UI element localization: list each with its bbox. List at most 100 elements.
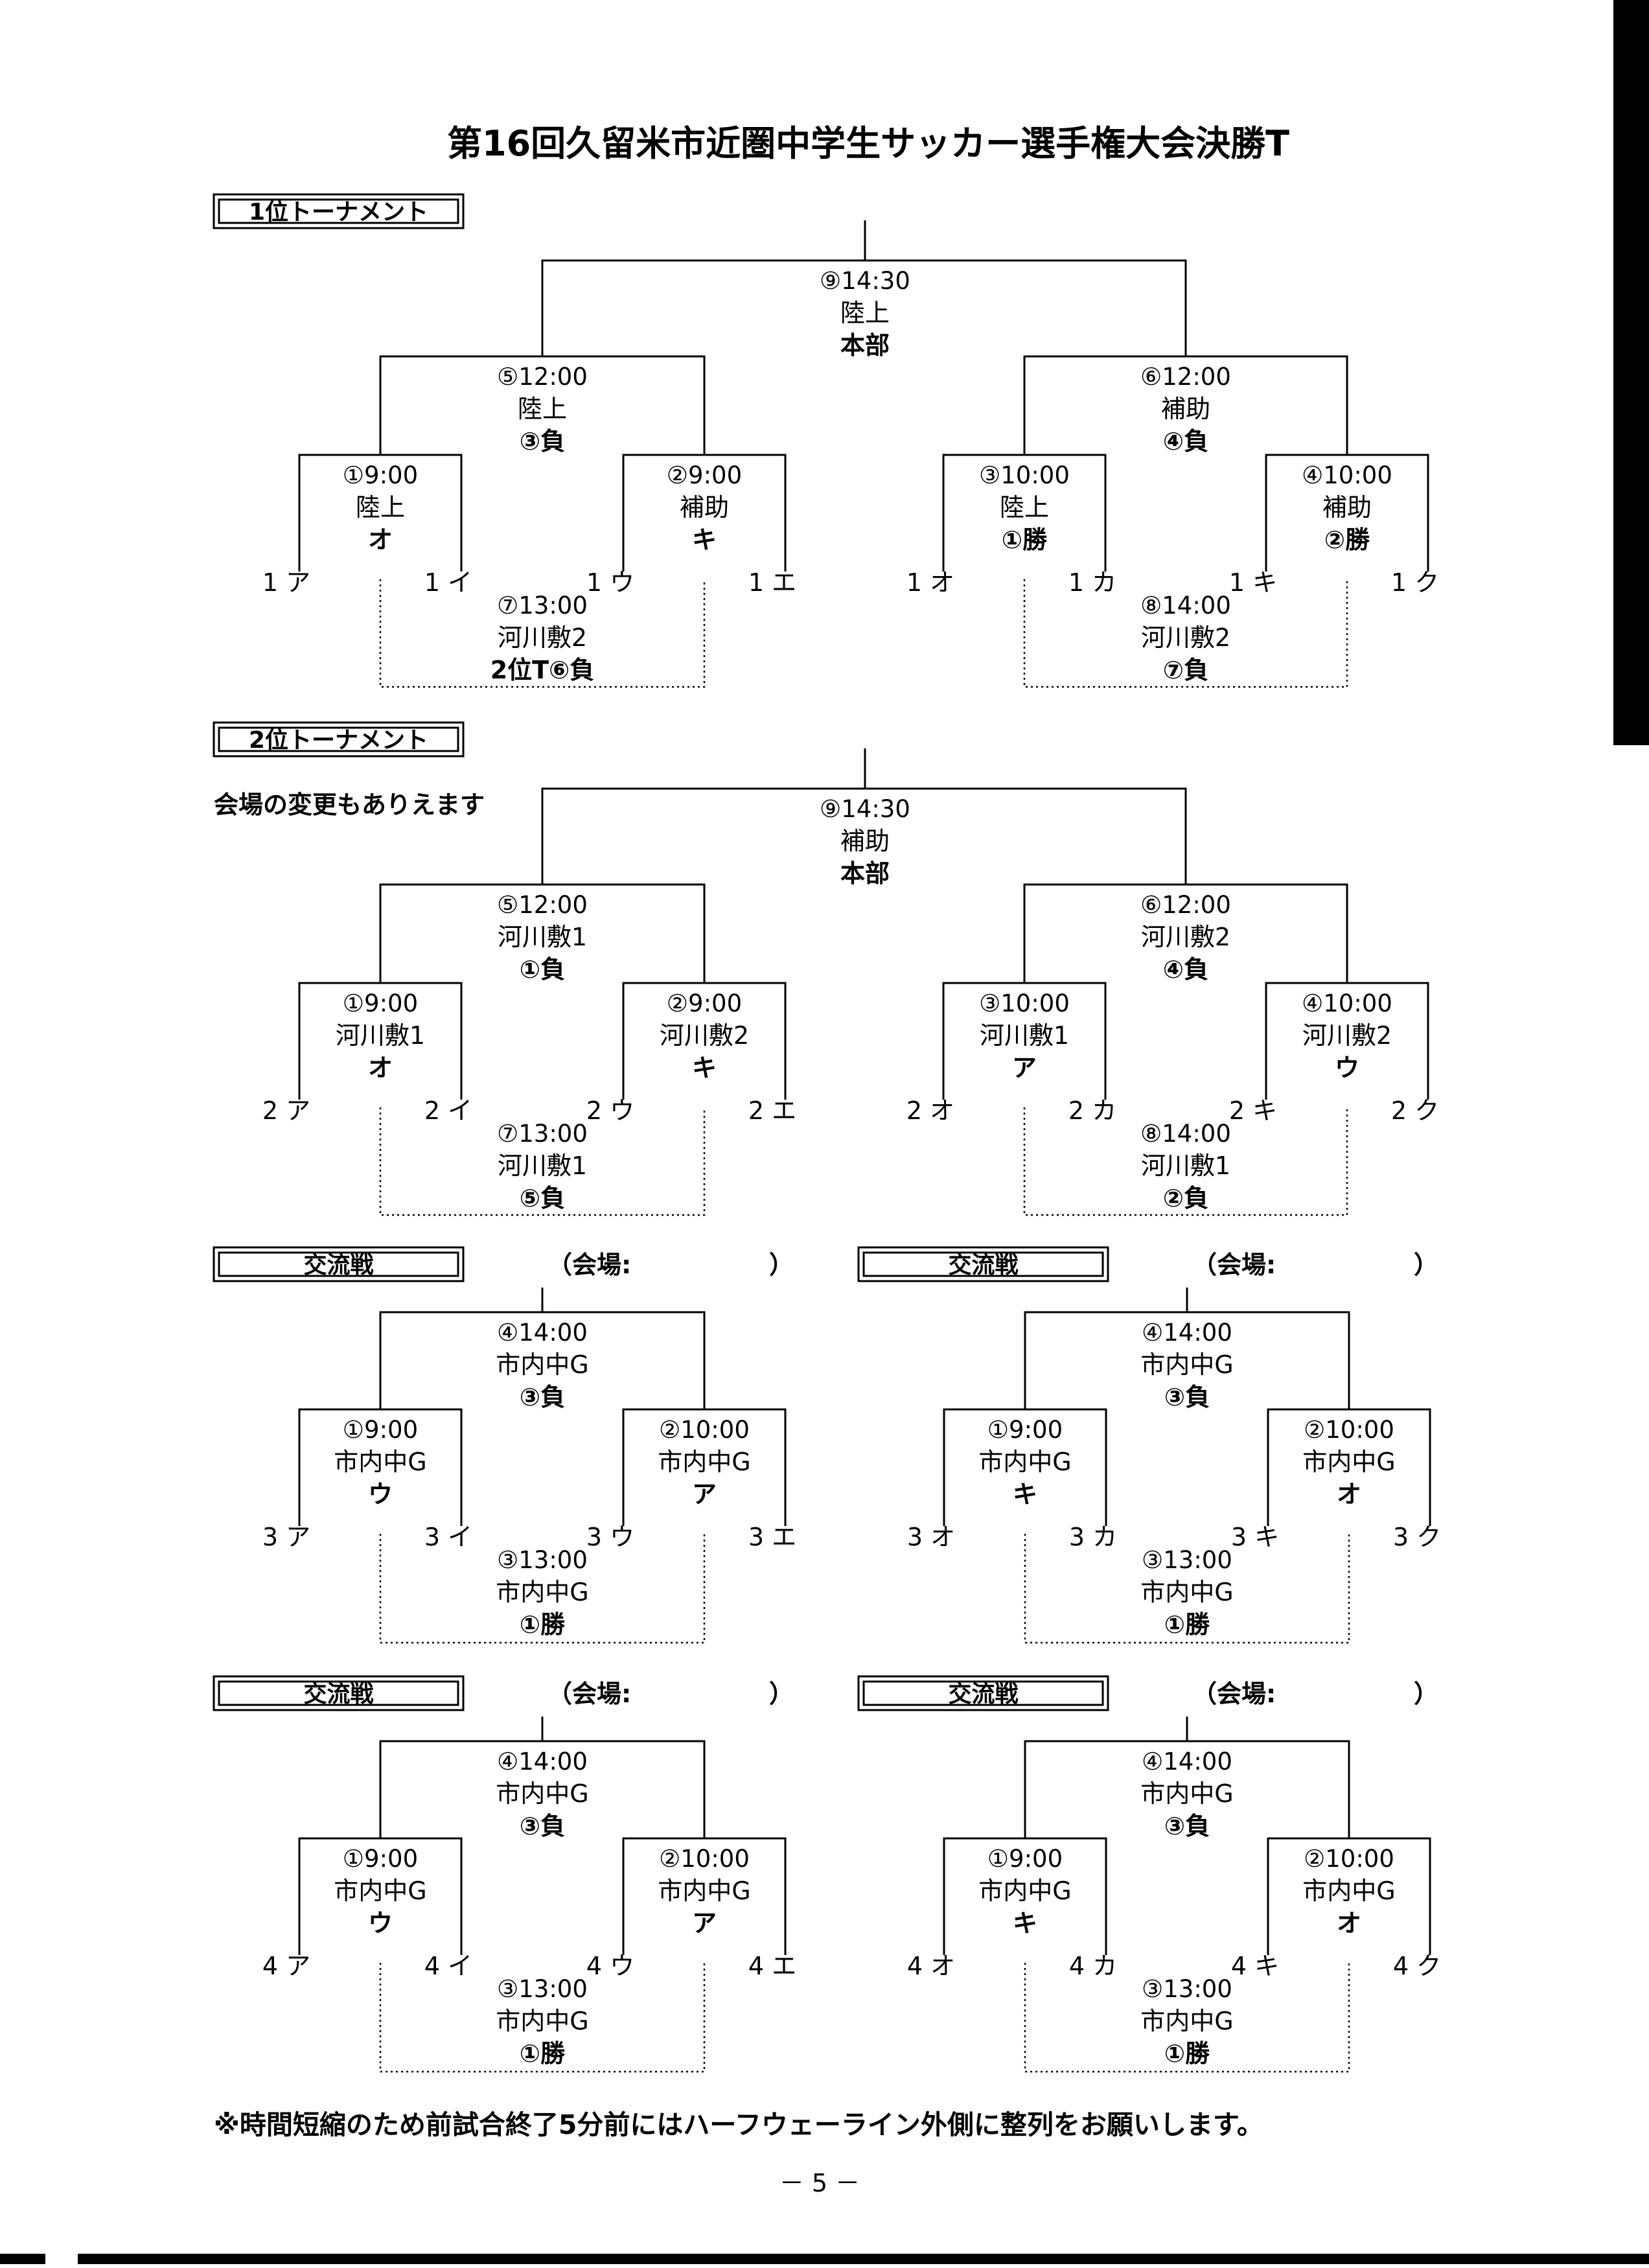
exchange-match-result: キ [1013,1480,1037,1509]
exchange-top-match-result: ③負 [1164,1383,1210,1411]
consolation-bracket [1023,1107,1348,1216]
exchange-top-match-time: ④14:00 [1142,1319,1232,1347]
bracket-line [942,454,1107,572]
bracket-line [541,787,1187,885]
bracket-line [622,454,787,572]
exchange-4: 交流戦（会場:）④14:00市内中G③負①9:00市内中Gキ②10:00市内中G… [857,1675,1441,2073]
consolation-match-venue: 河川敷2 [498,623,587,652]
quarter-match-result: ②勝 [1324,526,1370,554]
semi-match-venue: 補助 [1161,395,1210,423]
quarter-match-result: ウ [1335,1054,1359,1082]
footer: ※時間短縮のため前試合終了5分前にはハーフウェーライン外側に整列をお願いします。… [214,2109,1263,2197]
quarter-match-time: ②9:00 [667,989,742,1017]
exchange-match-time: ①9:00 [987,1416,1063,1444]
quarter-match-result: キ [692,526,717,554]
section-label-frame [213,1246,465,1282]
team-slot: 4 カ [1069,1952,1117,1980]
exchange-match-venue: 市内中G [658,1877,750,1905]
exchange-top-match-venue: 市内中G [1140,1350,1233,1379]
team-slot: 4 ク [1393,1952,1441,1980]
team-slot: 3 イ [424,1523,472,1551]
section-label-frame-inner [218,1251,459,1277]
semi-match-result: ①負 [520,955,565,984]
final-match-time: ⑨14:30 [820,795,910,823]
consolation-match-result: 2位T⑥負 [490,656,595,684]
consolation-bracket [379,579,706,688]
exchange-match-time: ①9:00 [343,1845,418,1873]
venue-open-label: （会場: [1192,1680,1276,1708]
consolation-match-time: ⑧14:00 [1140,592,1231,619]
exchange-2: 交流戦（会場:）④14:00市内中G③負①9:00市内中Gキ②10:00市内中G… [857,1246,1441,1644]
consolation-match-venue: 河川敷1 [498,1151,587,1180]
team-slot: 2 イ [424,1096,472,1125]
bracket-line [943,1408,1107,1526]
bracket-line [298,1408,463,1526]
exchange-match-venue: 市内中G [1302,1448,1395,1476]
section-label: 2位トーナメント [249,727,428,754]
exchange-1: 交流戦（会場:）④14:00市内中G③負①9:00市内中Gウ②10:00市内中G… [213,1246,796,1644]
exchange-consolation-match-time: ③13:00 [497,1546,588,1574]
venue-close-label: ） [769,1680,794,1708]
exchange-match-result: ウ [368,1480,393,1509]
team-slot: 1 イ [424,568,472,597]
header: 第16回久留米市近圏中学生サッカー選手権大会決勝T [447,123,1289,164]
bracket-line [1023,883,1348,983]
section-label-frame-inner [218,198,459,224]
bracket-line [379,1740,706,1838]
semi-match-result: ④負 [1163,427,1208,456]
bottom-mark [0,2254,45,2264]
bracket-line [943,1837,1107,1955]
exchange-top-match-result: ③負 [1164,1812,1210,1840]
section-label-frame-inner [862,1680,1104,1706]
team-slot: 1 ア [262,568,310,597]
tournament-2: 2位トーナメント⑨14:30補助本部⑤12:00河川敷1①負⑥12:00河川敷2… [213,721,1439,1216]
venue-close-label: ） [1414,1251,1438,1279]
exchange-match-venue: 市内中G [334,1448,426,1476]
section-label: 交流戦 [948,1680,1018,1707]
quarter-match-time: ①9:00 [343,461,418,489]
bracket-line [1265,454,1429,572]
exchange-top-match-venue: 市内中G [1140,1779,1233,1808]
team-slot: 3 カ [1069,1523,1117,1551]
quarter-match-venue: 河川敷2 [660,1021,749,1050]
exchange-match-result: オ [1337,1480,1361,1509]
venue-close-label: ） [1414,1680,1438,1708]
exchange-3: 交流戦（会場:）④14:00市内中G③負①9:00市内中Gウ②10:00市内中G… [213,1675,796,2073]
consolation-bracket [379,1534,706,1644]
team-slot: 2 ウ [586,1096,634,1125]
final-match-venue: 陸上 [840,299,890,327]
bracket-line [1024,1740,1350,1838]
consolation-match-venue: 河川敷1 [1141,1151,1230,1180]
consolation-match-time: ⑦13:00 [497,1120,588,1148]
exchange-match-result: ウ [368,1909,393,1938]
semi-match-time: ⑤12:00 [497,891,588,919]
section-label-frame [213,721,465,758]
section-label-frame [857,1675,1109,1711]
consolation-bracket [1024,1534,1350,1644]
quarter-match-time: ③10:00 [979,989,1070,1017]
team-slot: 4 キ [1231,1952,1279,1980]
bracket-line [942,982,1107,1100]
consolation-bracket [379,1963,706,2073]
team-slot: 1 ウ [586,568,634,597]
section-label-frame [857,1246,1109,1282]
team-slot: 2 エ [748,1096,796,1125]
exchange-match-time: ②10:00 [1304,1416,1394,1444]
bracket-line [1023,355,1348,455]
exchange-consolation-match-venue: 市内中G [1140,1578,1233,1606]
consolation-match-time: ⑧14:00 [1140,1120,1231,1148]
exchange-top-match-venue: 市内中G [496,1350,588,1379]
semi-match-time: ⑤12:00 [497,363,588,391]
team-slot: 1 カ [1068,568,1116,597]
exchange-consolation-match-result: ①勝 [520,1610,566,1639]
section-label-frame [213,1675,465,1711]
semi-match-venue: 河川敷1 [498,923,587,951]
exchange-top-match-time: ④14:00 [497,1748,588,1776]
team-slot: 3 ク [1393,1523,1441,1551]
quarter-match-venue: 補助 [1322,493,1372,522]
exchange-match-venue: 市内中G [334,1877,426,1905]
bracket-line [1267,1837,1431,1955]
footer-note: ※時間短縮のため前試合終了5分前にはハーフウェーライン外側に整列をお願いします。 [214,2109,1263,2140]
